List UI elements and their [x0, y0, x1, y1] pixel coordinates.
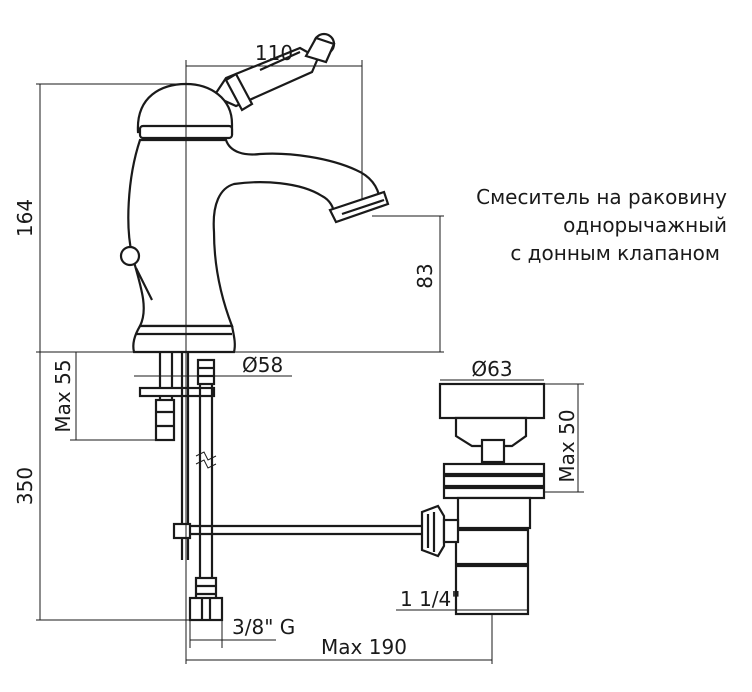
faucet-handle — [212, 32, 336, 112]
drain-body — [456, 496, 532, 530]
hose-fitting-bottom — [194, 576, 218, 602]
dim-83: 83 — [413, 263, 437, 288]
hose-nut — [188, 596, 224, 622]
title-line-3: с донным клапаном — [510, 241, 720, 265]
mounting-hardware — [138, 352, 216, 560]
dim-diameter-58: Ø58 — [242, 353, 283, 377]
pop-up-rod-upper — [135, 267, 153, 301]
dim-164: 164 — [13, 199, 37, 237]
faucet — [119, 32, 390, 354]
drain-window — [480, 438, 506, 464]
linkage-rod — [190, 524, 422, 536]
title-line-1: Смеситель на раковину — [476, 185, 727, 209]
dimension-lines — [36, 60, 584, 664]
drain-pipe — [454, 564, 530, 616]
dim-diameter-63: Ø63 — [471, 357, 512, 381]
aerator — [328, 190, 390, 224]
faucet-spout — [127, 138, 382, 328]
mounting-nut — [154, 398, 176, 442]
pop-up-knob — [119, 245, 141, 267]
title-line-2: однорычажный — [563, 213, 727, 237]
drain-flange — [438, 382, 546, 420]
dim-max-55: Max 55 — [51, 359, 75, 432]
dim-thread-1-1-4: 1 1/4" — [400, 587, 460, 611]
faucet-base — [132, 324, 236, 354]
dim-110: 110 — [255, 41, 293, 65]
rod-clamp — [172, 522, 192, 540]
supply-hose — [188, 358, 224, 622]
dim-350: 350 — [13, 467, 37, 505]
dim-max-190: Max 190 — [321, 635, 407, 659]
drain-nut-2 — [442, 474, 546, 488]
pivot-fitting — [442, 518, 460, 544]
dim-max-50: Max 50 — [555, 409, 579, 482]
pop-up-drain — [420, 382, 546, 616]
drain-nut-3 — [442, 486, 546, 500]
mounting-plate — [138, 386, 216, 398]
drain-nut-1 — [442, 462, 546, 476]
hose-fitting-top — [196, 358, 216, 386]
dim-thread-3-8: 3/8" G — [232, 615, 295, 639]
drain-collar — [454, 416, 528, 448]
drain-tailpiece — [454, 528, 530, 566]
